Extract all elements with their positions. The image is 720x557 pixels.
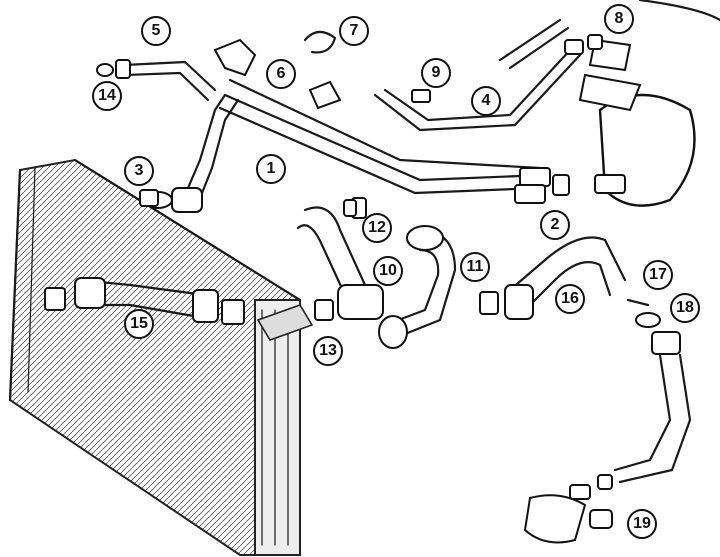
callout-3: 3 <box>124 156 154 186</box>
callout-15: 15 <box>124 309 154 339</box>
hose-15 <box>44 277 245 325</box>
radiator <box>8 158 314 556</box>
callout-5: 5 <box>141 16 171 46</box>
hose-11 <box>378 225 457 349</box>
expansion-tank <box>578 38 696 207</box>
callout-9: 9 <box>421 58 451 88</box>
callout-13: 13 <box>313 336 343 366</box>
callout-2: 2 <box>540 210 570 240</box>
callout-10: 10 <box>373 256 403 286</box>
callout-11: 11 <box>460 252 490 282</box>
callout-18: 18 <box>670 293 700 323</box>
part-17 <box>626 298 650 307</box>
part-18 <box>635 312 661 328</box>
hose-5 <box>96 59 217 102</box>
clamp-2 <box>552 174 570 196</box>
hose-19 <box>523 331 692 544</box>
callout-8: 8 <box>604 4 634 34</box>
clamp-3 <box>139 189 159 207</box>
callout-6: 6 <box>266 59 296 89</box>
callout-4: 4 <box>471 86 501 116</box>
hose-1 <box>183 78 551 204</box>
callout-19: 19 <box>627 509 657 539</box>
callout-14: 14 <box>92 81 122 111</box>
callout-12: 12 <box>362 213 392 243</box>
hose-16 <box>479 236 627 320</box>
corner-edge <box>638 0 720 22</box>
clip-6 <box>213 38 342 110</box>
clamp-8 <box>587 34 603 50</box>
callout-17: 17 <box>643 260 673 290</box>
clamp-13 <box>314 299 334 321</box>
clip-7 <box>303 30 337 54</box>
clamp-12 <box>343 199 357 217</box>
clip-9 <box>411 89 431 103</box>
callout-7: 7 <box>339 16 369 46</box>
hose-4 <box>373 18 584 132</box>
callout-16: 16 <box>555 284 585 314</box>
callout-1: 1 <box>256 154 286 184</box>
hose-10 <box>296 197 384 320</box>
